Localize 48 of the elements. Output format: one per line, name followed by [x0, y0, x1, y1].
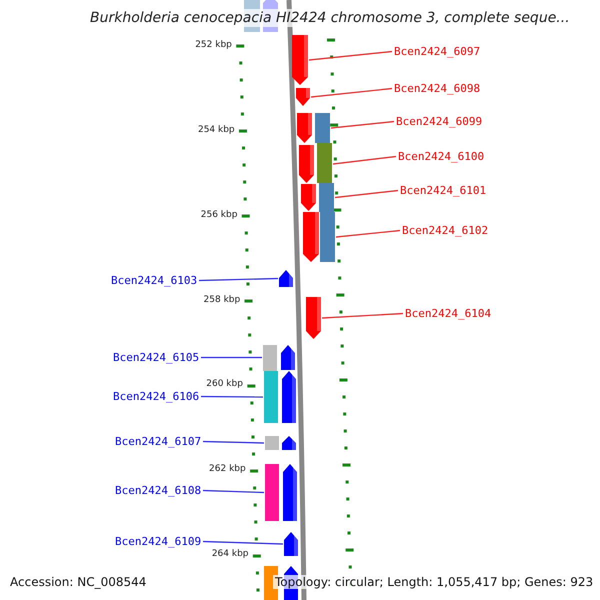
scale-label: 254 kbp — [198, 126, 235, 135]
gene-feature — [297, 113, 330, 143]
leader-line — [201, 356, 262, 358]
gene-feature — [303, 212, 335, 262]
gene-label: Bcen2424_6104 — [405, 308, 492, 319]
gene-feature — [299, 143, 332, 183]
scale-label: 256 kbp — [200, 211, 238, 220]
gene-feature — [292, 35, 308, 85]
leader-line — [202, 490, 264, 494]
gene-label: Bcen2424_6097 — [394, 46, 480, 57]
gene-feature — [265, 436, 296, 450]
gene-label: Bcen2424_6102 — [402, 225, 488, 236]
gene-label: Bcen2424_6103 — [111, 275, 198, 286]
gene-feature — [301, 183, 334, 212]
gene-feature — [279, 270, 293, 287]
leader-line — [334, 190, 398, 198]
scale-label: 262 kbp — [209, 465, 246, 474]
gene-feature — [284, 532, 298, 556]
accession-note: Accession: NC_008544 — [8, 575, 148, 589]
gene-feature — [265, 464, 297, 521]
leader-line — [202, 540, 284, 545]
gene-feature — [296, 88, 310, 106]
gene-label: Bcen2424_6108 — [115, 485, 202, 496]
gene-label: Bcen2424_6109 — [115, 536, 202, 547]
gene-label: Bcen2424_6100 — [398, 151, 484, 162]
leader-line — [308, 50, 392, 61]
gene-label: Bcen2424_6101 — [400, 185, 486, 196]
gene-feature — [306, 297, 321, 339]
leader-line — [310, 88, 392, 98]
leader-line — [198, 278, 278, 282]
topology-note: Topology: circular; Length: 1,055,417 bp; Genes: 923 — [273, 575, 596, 589]
leader-line — [202, 440, 264, 444]
leader-line — [336, 230, 400, 238]
gene-feature — [263, 345, 295, 371]
leader-line — [332, 156, 396, 165]
scale-label: 260 kbp — [206, 380, 243, 389]
scale-label: 258 kbp — [204, 296, 240, 305]
gene-label: Bcen2424_6098 — [394, 83, 480, 94]
leader-line — [322, 312, 404, 319]
gene-feature — [264, 371, 296, 423]
gene-label: Bcen2424_6105 — [113, 352, 200, 363]
scale-label: 252 kbp — [195, 41, 232, 50]
gene-label: Bcen2424_6107 — [115, 436, 202, 447]
leader-line — [330, 120, 394, 129]
leader-line — [201, 396, 263, 398]
scale-label: 264 kbp — [212, 550, 249, 559]
gene-label: Bcen2424_6106 — [113, 391, 200, 402]
gene-label: Bcen2424_6099 — [396, 116, 482, 127]
